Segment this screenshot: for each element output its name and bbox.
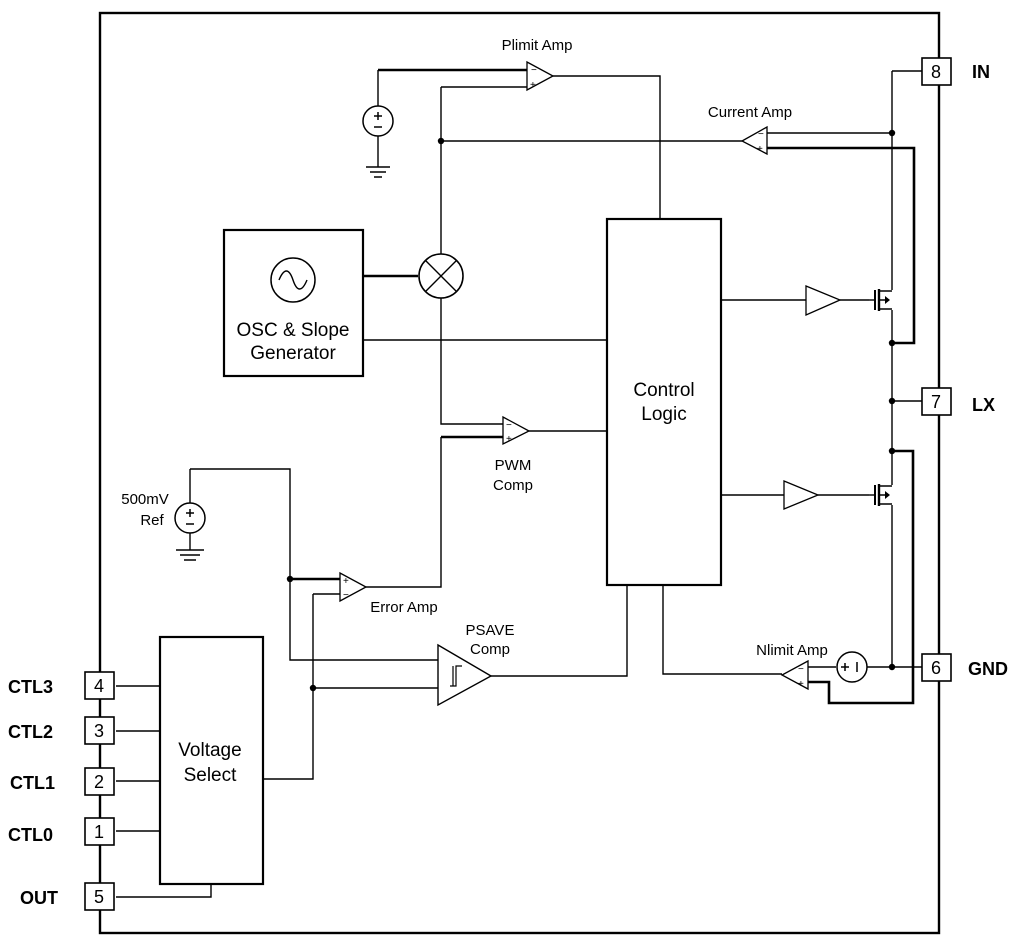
nlimit-amp: − + (780, 659, 809, 691)
hysteresis-icon (450, 665, 462, 687)
svg-text:+: + (757, 144, 763, 155)
svg-text:+: + (530, 80, 536, 91)
current-amp-label: Current Amp (708, 104, 792, 121)
plimit-voltage-source (362, 105, 394, 137)
error-amp-label: Error Amp (370, 599, 438, 616)
svg-text:−: − (531, 65, 537, 76)
wires (116, 68, 922, 898)
low-side-nmos (869, 484, 892, 506)
control-logic-title-line1: Control (633, 380, 694, 401)
pin-out: 5 OUT (20, 882, 115, 911)
pin-ctl1: 2 CTL1 (10, 767, 115, 796)
pin-number: 4 (94, 676, 104, 696)
pin-number: 7 (931, 392, 941, 412)
current-amp: − + (740, 125, 768, 156)
error-amp: + − (339, 571, 368, 603)
pin-ctl0: 1 CTL0 (8, 817, 115, 846)
pin-ctl3: 4 CTL3 (8, 671, 115, 700)
svg-text:−: − (798, 664, 804, 675)
svg-text:+: + (506, 434, 512, 445)
pin-name: IN (972, 62, 990, 82)
pin-name: LX (972, 395, 995, 415)
pin-number: 8 (931, 62, 941, 82)
pin-gnd: 6 GND (921, 653, 1008, 682)
low-side-driver (783, 480, 820, 510)
pin-ctl2: 3 CTL2 (8, 716, 115, 745)
pin-name: GND (968, 659, 1008, 679)
plimit-amp-label: Plimit Amp (502, 37, 573, 54)
voltage-select-title-line1: Voltage (178, 740, 241, 761)
pin-name: CTL2 (8, 722, 53, 742)
pwm-comparator: − + (502, 415, 531, 446)
pin-lx: 7 LX (921, 387, 995, 416)
ref-label-line1: 500mV (121, 491, 169, 508)
pin-number: 2 (94, 772, 104, 792)
psave-comp-label-line2: Comp (470, 641, 510, 658)
pin-number: 1 (94, 822, 104, 842)
osc-slope-generator-block: OSC & Slope Generator (222, 228, 365, 378)
svg-text:−: − (506, 420, 512, 431)
sine-wave-icon (278, 270, 308, 290)
high-side-driver (805, 285, 842, 316)
nlimit-voltage-source (836, 651, 868, 683)
psave-comp-label-line1: PSAVE (466, 622, 515, 639)
pwm-comp-label-line1: PWM (495, 457, 532, 474)
plimit-amp: − + (526, 60, 555, 92)
psave-comparator (437, 643, 493, 707)
pin-number: 5 (94, 887, 104, 907)
osc-block-title-line2: Generator (250, 343, 336, 364)
svg-text:+: + (343, 576, 349, 587)
voltage-select-block: Voltage Select (158, 635, 265, 886)
osc-block-title-line1: OSC & Slope (237, 320, 350, 341)
chip-outline (98, 11, 941, 935)
pin-in: 8 IN (921, 57, 990, 86)
control-logic-title-line2: Logic (641, 404, 686, 425)
pin-number: 6 (931, 658, 941, 678)
pin-name: CTL1 (10, 773, 55, 793)
pin-name: OUT (20, 888, 58, 908)
svg-text:−: − (343, 590, 349, 601)
nlimit-amp-label: Nlimit Amp (756, 642, 828, 659)
pwm-comp-label-line2: Comp (493, 477, 533, 494)
voltage-select-title-line2: Select (184, 765, 238, 786)
junction-dots (286, 129, 896, 692)
high-side-pmos (869, 289, 892, 311)
pin-number: 3 (94, 721, 104, 741)
multiplier-symbol (418, 253, 464, 299)
ref-label-line2: Ref (140, 512, 164, 529)
svg-text:−: − (758, 129, 764, 140)
ref-voltage-source (174, 502, 206, 534)
pin-name: CTL0 (8, 825, 53, 845)
control-logic-block: Control Logic (605, 217, 723, 587)
pin-name: CTL3 (8, 677, 53, 697)
svg-text:+: + (798, 679, 804, 690)
